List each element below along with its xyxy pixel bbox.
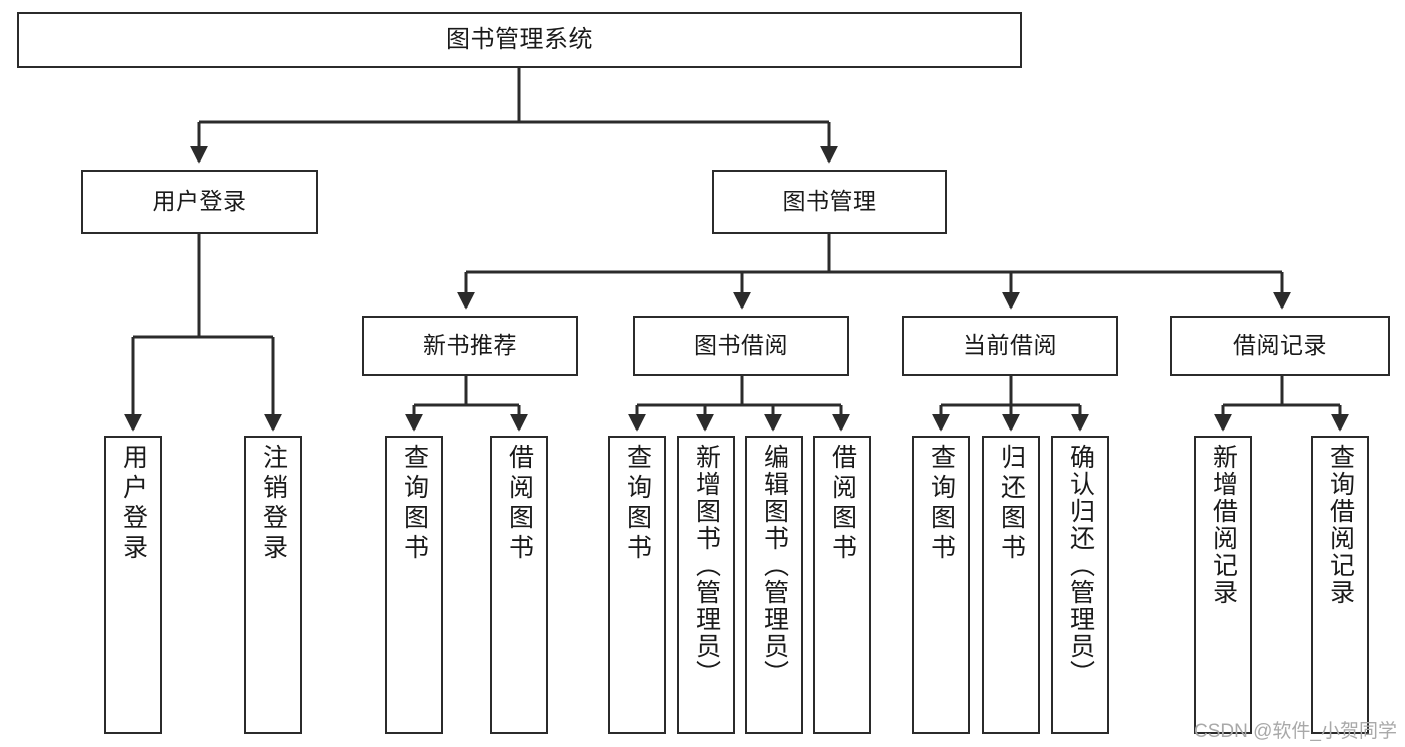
node-label: 新增图书（管理员） bbox=[692, 444, 721, 687]
leaf-query-book-recommend[interactable]: 查询图书 bbox=[385, 436, 443, 734]
leaf-query-borrow-record[interactable]: 查询借阅记录 bbox=[1311, 436, 1369, 734]
node-book-management-system[interactable]: 图书管理系统 bbox=[17, 12, 1022, 68]
node-label: 查询图书 bbox=[927, 444, 956, 564]
node-label: 新书推荐 bbox=[423, 332, 517, 359]
leaf-user-login[interactable]: 用户登录 bbox=[104, 436, 162, 734]
leaf-logout-login[interactable]: 注销登录 bbox=[244, 436, 302, 734]
leaf-query-book-current[interactable]: 查询图书 bbox=[912, 436, 970, 734]
node-label: 图书管理 bbox=[782, 188, 877, 215]
node-label: 查询图书 bbox=[400, 444, 429, 564]
leaf-query-book-borrow[interactable]: 查询图书 bbox=[608, 436, 666, 734]
leaf-add-book[interactable]: 新增图书（管理员） bbox=[677, 436, 735, 734]
leaf-return-book[interactable]: 归还图书 bbox=[982, 436, 1040, 734]
node-current-borrow[interactable]: 当前借阅 bbox=[902, 316, 1118, 376]
leaf-confirm-return[interactable]: 确认归还（管理员） bbox=[1051, 436, 1109, 734]
node-borrow-record[interactable]: 借阅记录 bbox=[1170, 316, 1390, 376]
node-label: 归还图书 bbox=[997, 444, 1026, 564]
node-label: 图书借阅 bbox=[694, 332, 788, 359]
node-label: 确认归还（管理员） bbox=[1066, 444, 1095, 687]
node-label: 查询借阅记录 bbox=[1326, 444, 1355, 606]
node-label: 当前借阅 bbox=[963, 332, 1057, 359]
node-label: 查询图书 bbox=[623, 444, 652, 564]
watermark-text: CSDN @软件_小贺同学 bbox=[1194, 721, 1397, 742]
node-book-borrow[interactable]: 图书借阅 bbox=[633, 316, 849, 376]
node-label: 编辑图书（管理员） bbox=[760, 444, 789, 687]
node-user-login[interactable]: 用户登录 bbox=[81, 170, 318, 234]
leaf-borrow-book-recommend[interactable]: 借阅图书 bbox=[490, 436, 548, 734]
leaf-add-borrow-record[interactable]: 新增借阅记录 bbox=[1194, 436, 1252, 734]
node-label: 图书管理系统 bbox=[446, 25, 593, 53]
node-label: 借阅图书 bbox=[828, 444, 857, 564]
node-label: 用户登录 bbox=[119, 444, 148, 564]
node-label: 注销登录 bbox=[259, 444, 288, 564]
node-new-book-recommend[interactable]: 新书推荐 bbox=[362, 316, 578, 376]
node-book-management[interactable]: 图书管理 bbox=[712, 170, 947, 234]
node-label: 新增借阅记录 bbox=[1209, 444, 1238, 606]
leaf-edit-book[interactable]: 编辑图书（管理员） bbox=[745, 436, 803, 734]
leaf-borrow-book[interactable]: 借阅图书 bbox=[813, 436, 871, 734]
node-label: 用户登录 bbox=[152, 188, 247, 215]
node-label: 借阅图书 bbox=[505, 444, 534, 564]
node-label: 借阅记录 bbox=[1233, 332, 1327, 359]
